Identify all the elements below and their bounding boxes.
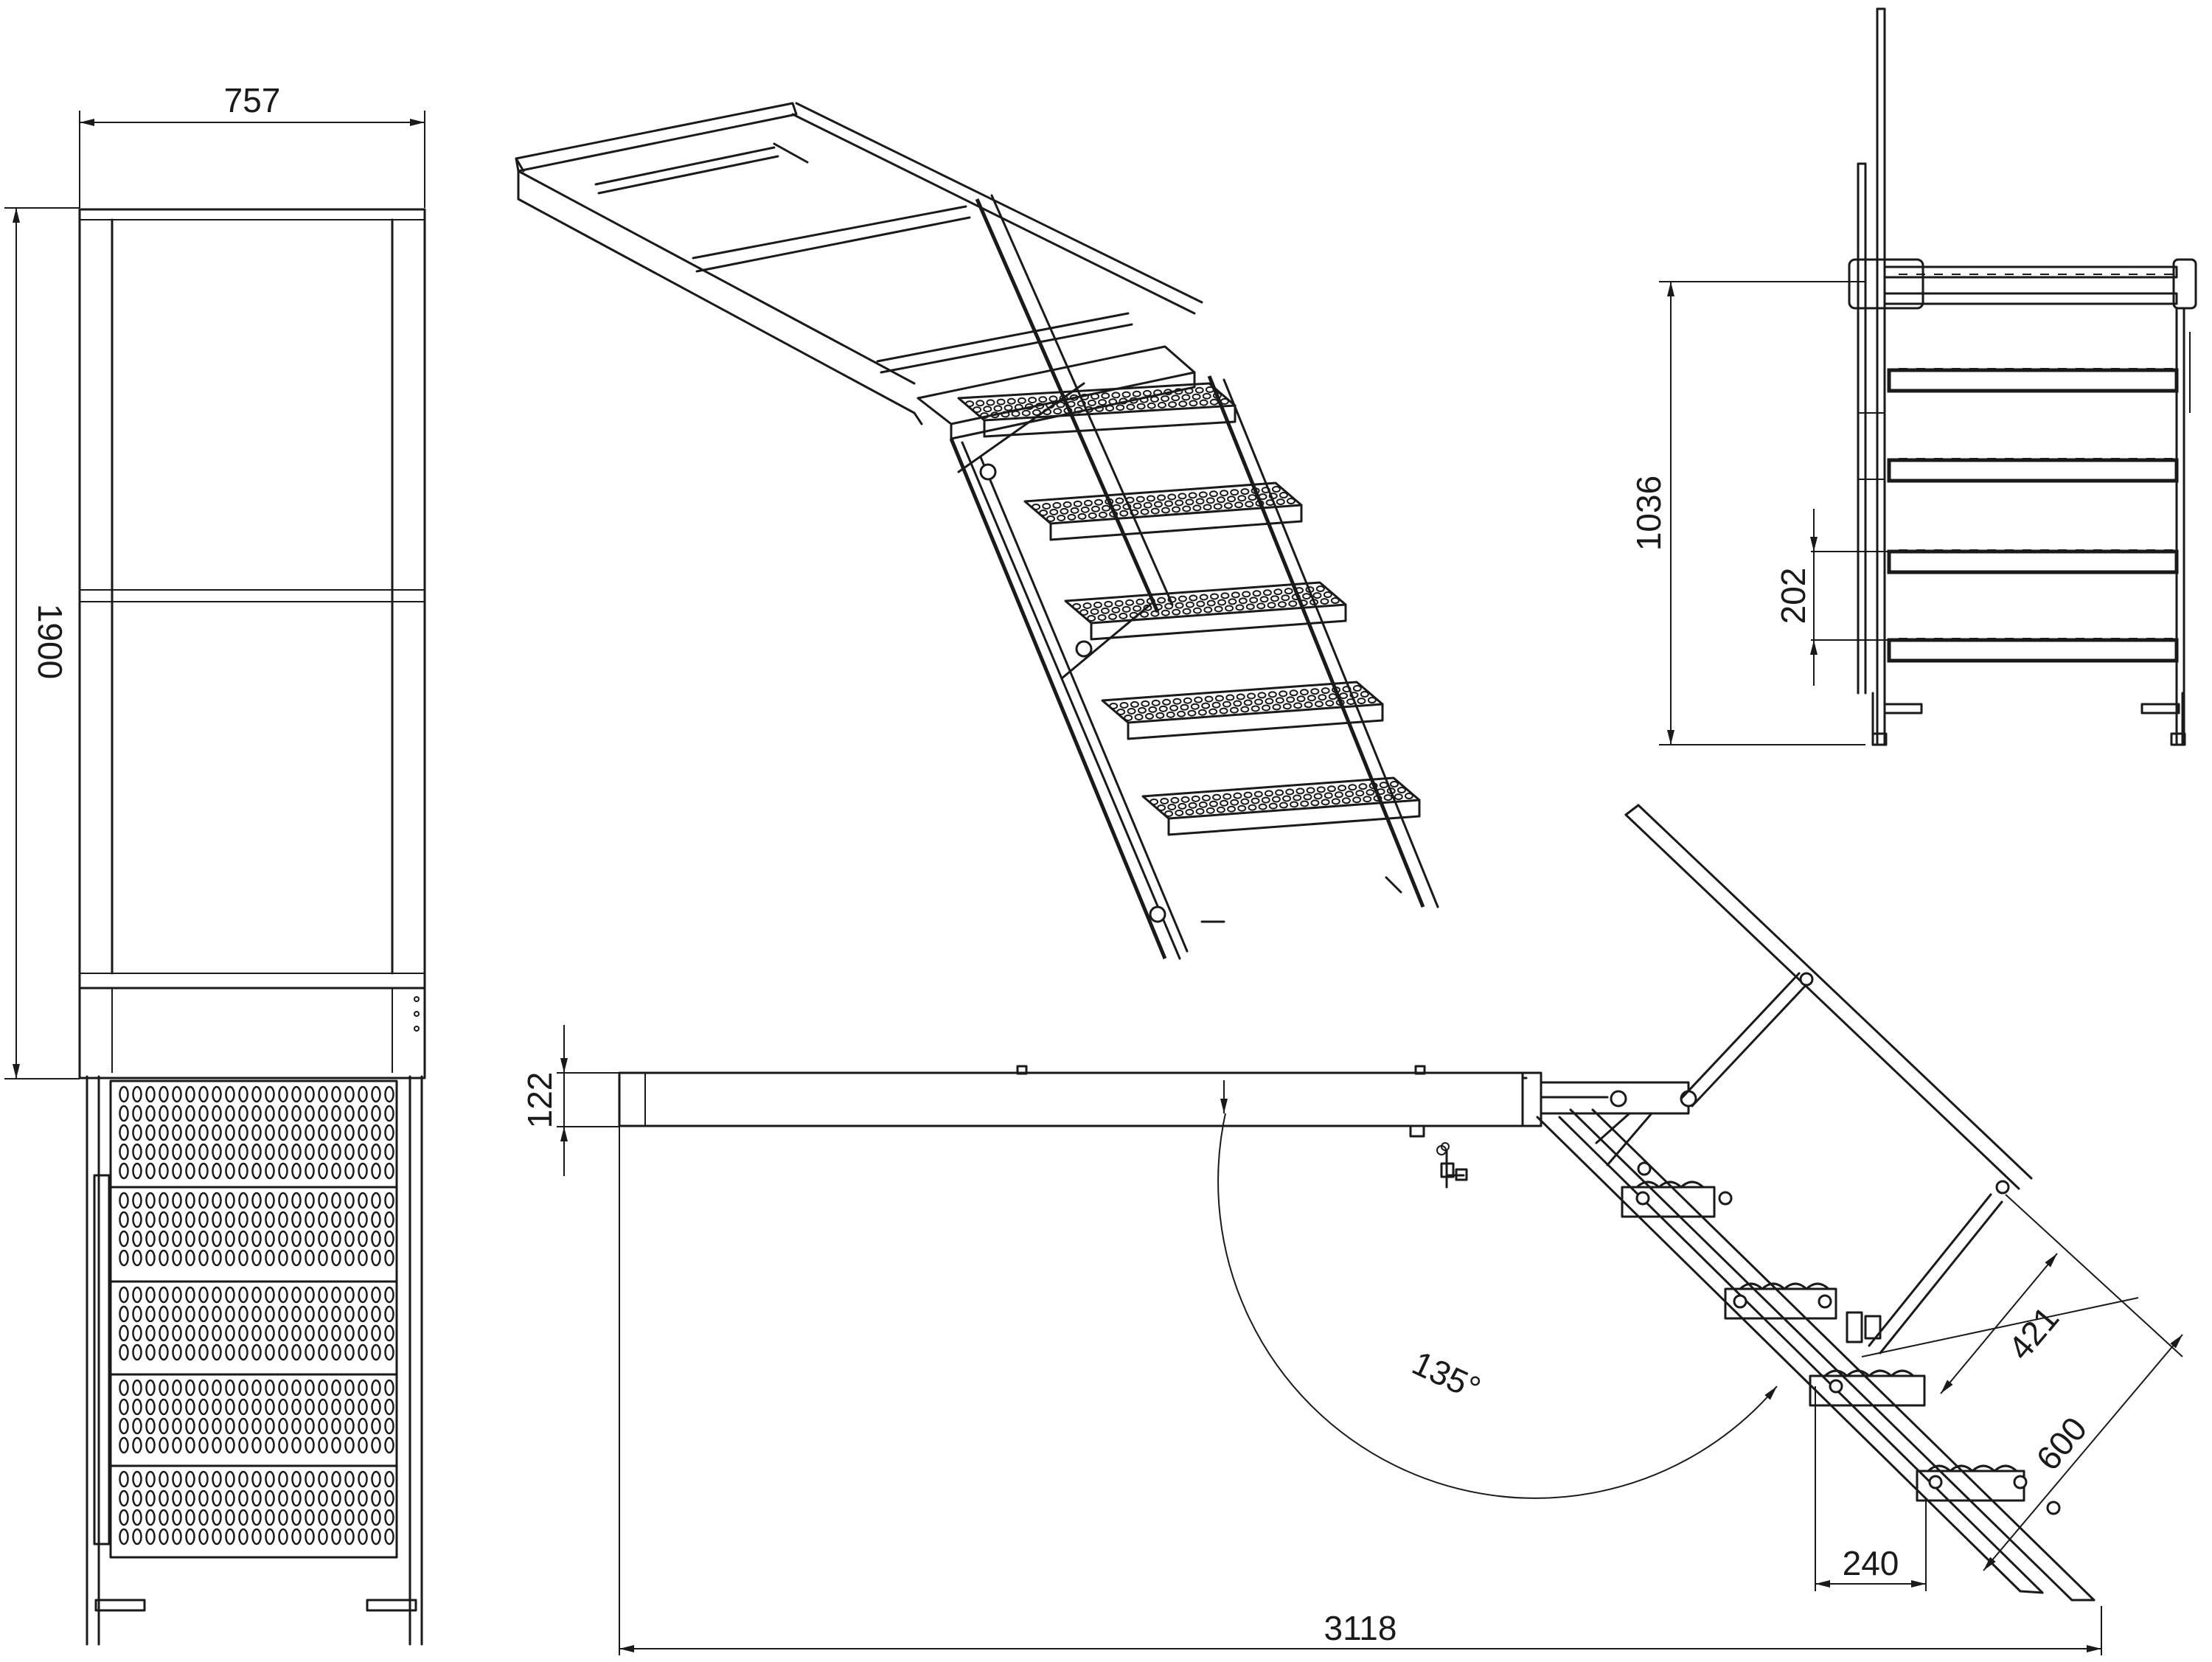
dim-label-240: 240 — [1843, 1544, 1899, 1582]
side-view: 1036 202 — [1630, 7, 2197, 746]
dim-label-122: 122 — [521, 1072, 559, 1129]
dim-label-757: 757 — [224, 81, 281, 119]
dim-total-length: 3118 — [619, 1126, 2102, 1655]
dim-front-width: 757 — [79, 81, 425, 208]
dim-step-depth: 240 — [1815, 1386, 1927, 1591]
dim-label-202: 202 — [1774, 568, 1812, 625]
isometric-treads — [957, 382, 1421, 836]
front-view: 757 1900 — [4, 81, 426, 1646]
dim-label-135: 135° — [1407, 1343, 1486, 1408]
angle-indicator: 135° — [1217, 1080, 1778, 1499]
profile-view: 122 — [521, 804, 2183, 1655]
dim-step-rise: 202 — [1774, 509, 1902, 686]
profile-treads — [1621, 1161, 2061, 1515]
dim-profile-height: 122 — [521, 1025, 619, 1176]
dim-side-height: 1036 — [1630, 281, 1865, 745]
dim-handrail: 421 600 — [1861, 1194, 2183, 1571]
isometric-view — [515, 102, 1439, 960]
dim-label-1036: 1036 — [1630, 476, 1668, 551]
dim-label-1900: 1900 — [31, 604, 69, 679]
dim-label-3118: 3118 — [1324, 1609, 1397, 1647]
side-tread-ticks — [1899, 274, 2173, 639]
dim-label-600: 600 — [2028, 1410, 2094, 1478]
dim-front-height: 1900 — [4, 207, 80, 1079]
perforated-tread-pattern — [119, 1085, 394, 1545]
